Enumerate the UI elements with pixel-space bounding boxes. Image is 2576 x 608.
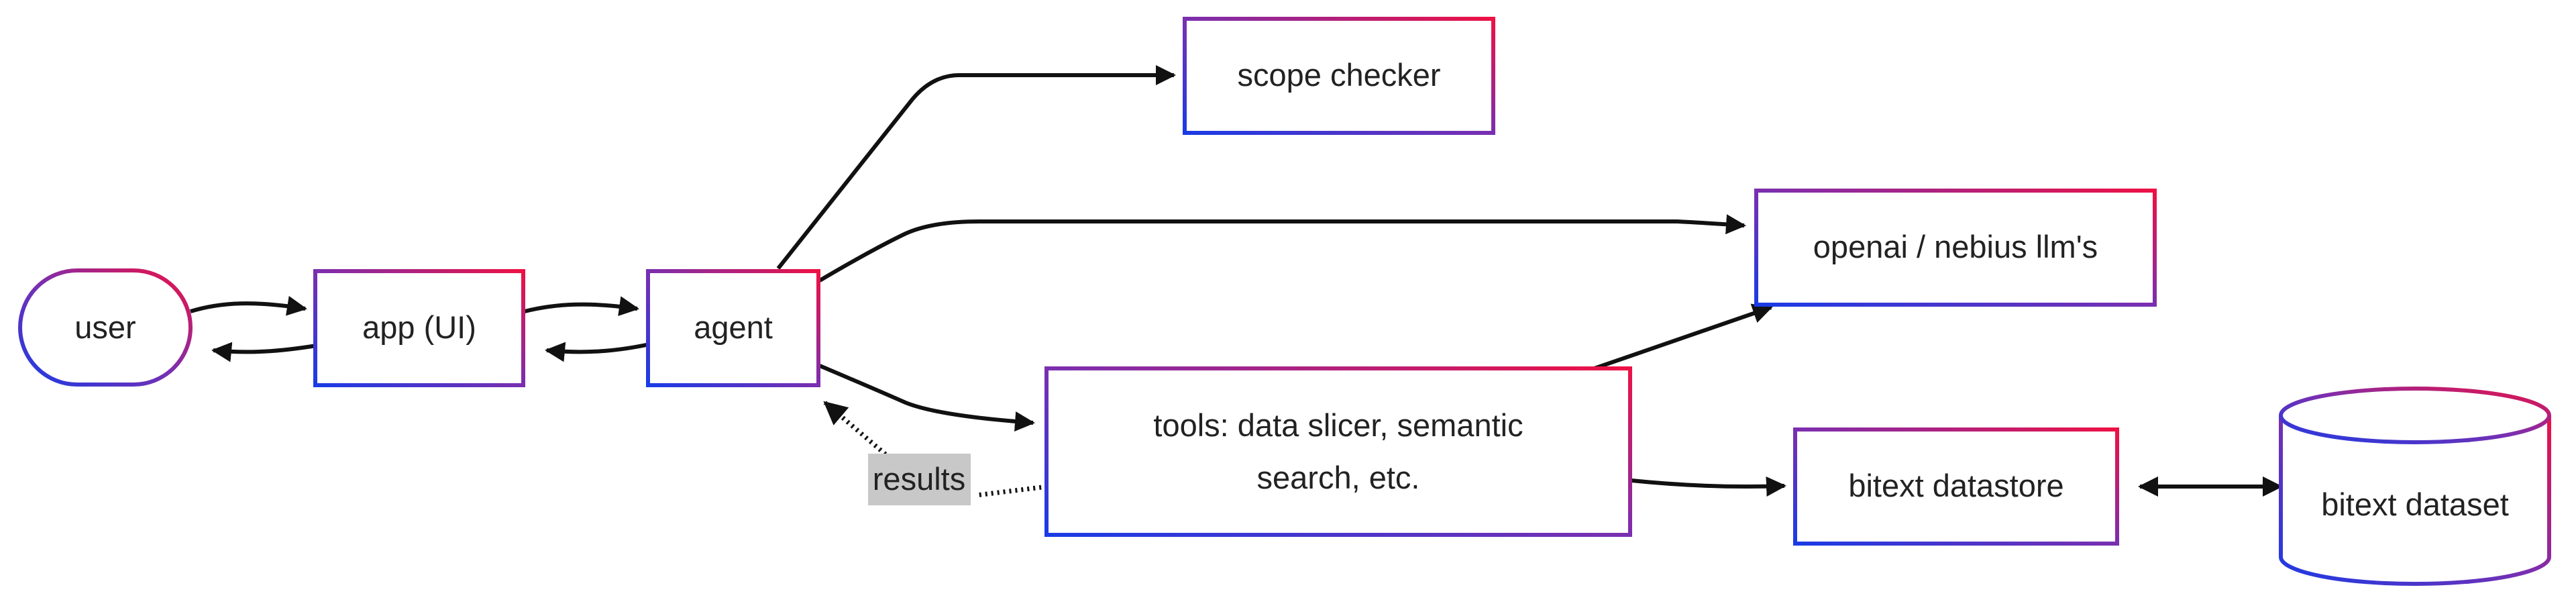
node-tools: tools: data slicer, semantic search, etc… xyxy=(1044,366,1632,537)
edge-tools-to-agent-results xyxy=(825,403,1054,498)
node-llms-label: openai / nebius llm's xyxy=(1813,229,2098,264)
node-tools-label-line2: search, etc. xyxy=(1257,460,1420,495)
edges xyxy=(190,65,2283,498)
edge-agent-to-scope-checker xyxy=(776,65,1176,270)
edge-user-to-app xyxy=(190,295,307,316)
results-label: results xyxy=(873,461,965,497)
node-llms: openai / nebius llm's xyxy=(1754,189,2157,307)
edge-agent-to-app xyxy=(545,340,659,362)
edge-agent-to-tools xyxy=(818,364,1035,432)
node-dataset-label: bitext dataset xyxy=(2321,487,2509,522)
node-datastore-label: bitext datastore xyxy=(1848,468,2063,503)
node-scope-checker: scope checker xyxy=(1183,17,1495,135)
edge-label-results: results xyxy=(868,454,971,505)
node-tools-label-line1: tools: data slicer, semantic xyxy=(1153,407,1523,443)
node-user-label: user xyxy=(74,309,136,345)
edge-agent-to-llms xyxy=(818,214,1746,283)
node-app-label: app (UI) xyxy=(362,309,476,345)
edge-app-to-user xyxy=(211,342,325,362)
edge-tools-to-datastore xyxy=(1631,476,1786,497)
node-scope-checker-label: scope checker xyxy=(1237,57,1440,93)
edge-tools-to-llms xyxy=(1586,303,1773,373)
node-app: app (UI) xyxy=(313,269,525,387)
node-agent: agent xyxy=(646,269,820,387)
node-datastore: bitext datastore xyxy=(1793,427,2119,546)
node-user: user xyxy=(18,268,193,387)
node-dataset: bitext dataset xyxy=(2279,387,2551,586)
edge-app-to-agent xyxy=(524,296,639,317)
node-agent-label: agent xyxy=(694,309,773,345)
dataset-cylinder-icon xyxy=(2279,415,2551,586)
